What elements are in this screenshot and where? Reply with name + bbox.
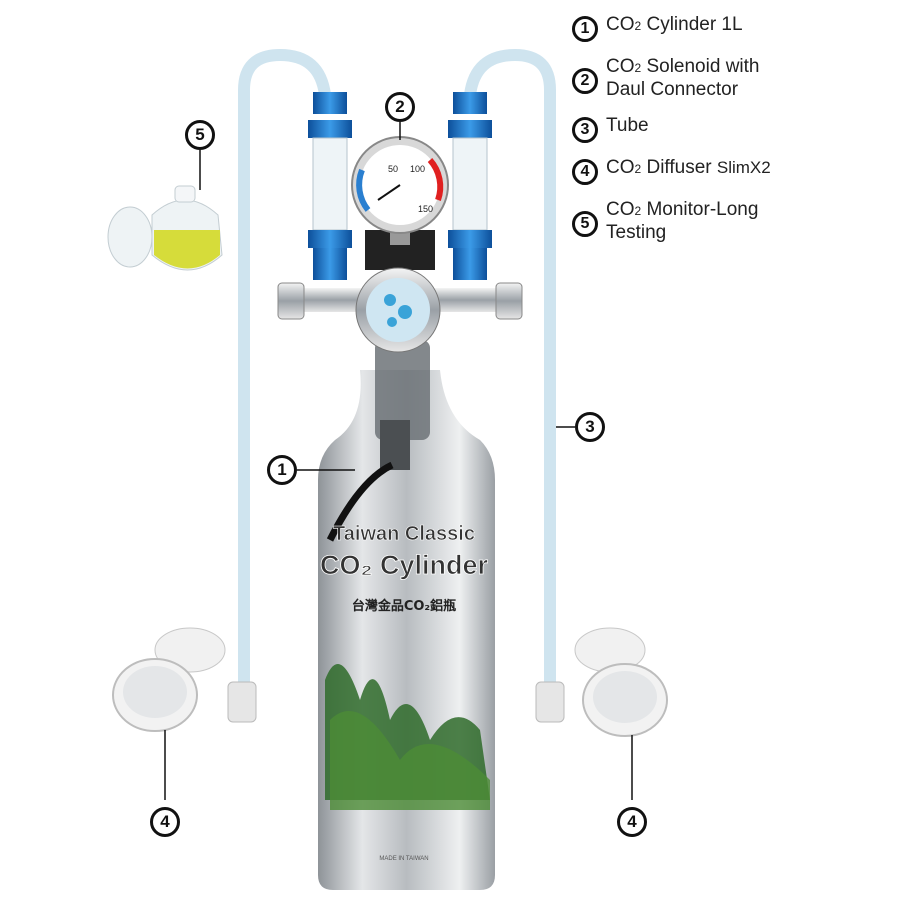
legend-text: Monitor-Long [641,199,759,220]
callout-2: 2 [385,92,415,122]
legend-number: 4 [572,159,598,185]
legend-subscript: 2 [634,162,642,176]
legend-number: 1 [572,16,598,42]
legend-number: 2 [572,68,598,94]
co2-cylinder [318,340,495,890]
gauge-tick-100: 100 [410,164,425,174]
gauge-tick-150: 150 [418,204,433,214]
cylinder-brand-line2: CO₂ Cylinder [320,550,489,580]
cylinder-footer-text: MADE IN TAIWAN [379,856,428,862]
legend-text: Solenoid with [641,56,760,77]
legend-subscript: 2 [634,19,642,33]
callout-4-left: 4 [150,807,180,837]
legend-text: Cylinder 1L [641,14,743,35]
legend-item-cylinder: 1 CO2 Cylinder 1L [572,14,892,42]
legend-prefix: CO [606,14,635,35]
gauge-tick-50: 50 [388,164,398,174]
legend-text-line2: Testing [606,222,667,243]
legend-prefix: CO [606,199,635,220]
callout-5: 5 [185,120,215,150]
pressure-gauge: 50 100 150 [351,136,449,245]
legend-text-line2: Daul Connector [606,79,739,100]
legend-subscript: 2 [634,204,642,218]
legend-number: 3 [572,117,598,143]
callout-leaders [199,122,575,471]
callout-3: 3 [575,412,605,442]
legend-item-diffuser: 4 CO2 Diffuser SlimX2 [572,157,892,185]
callout-4-right: 4 [617,807,647,837]
bubble-counter-left [308,92,352,280]
diffuser-left [112,627,257,800]
legend-text-small: SlimX2 [716,158,771,177]
legend-prefix: CO [606,157,635,178]
legend-number: 5 [572,211,598,237]
tube-right [464,48,556,696]
legend-item-tube: 3 Tube [572,115,892,143]
diffuser-right [535,627,668,800]
legend-subscript: 2 [634,61,642,75]
legend-text: Diffuser [641,157,717,178]
co2-monitor [107,185,223,271]
legend-text: Tube [606,115,649,136]
legend-prefix: CO [606,56,635,77]
callout-1: 1 [267,455,297,485]
bubble-counter-right [448,92,492,280]
cylinder-brand-line1: Taiwan Classic [333,523,475,545]
cylinder-brand-chinese: 台灣金品CO₂鋁瓶 [352,598,456,614]
tube-left [238,48,331,696]
